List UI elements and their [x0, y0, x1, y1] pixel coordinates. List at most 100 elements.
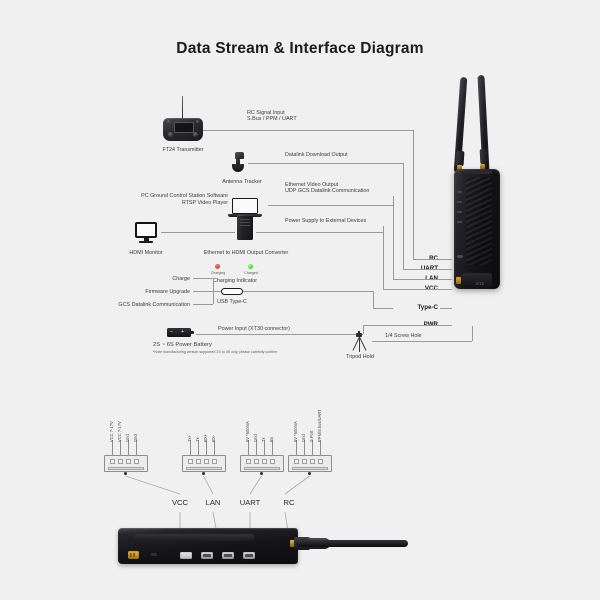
battery-body: − +: [167, 328, 194, 337]
monitor-stand: [143, 238, 149, 241]
converter-slot-3: [240, 225, 250, 226]
port-label-lan: LAN: [400, 275, 438, 282]
converter-icon: [237, 215, 253, 240]
usbline-charge: [193, 278, 213, 279]
monitor-screen-frame: [135, 222, 157, 238]
label-battery-note: *Note manufacturing version supported 2S…: [153, 350, 278, 354]
label-screw-hole: 1/4 Screw Hole: [385, 333, 422, 339]
usbline-bracket: [213, 278, 214, 304]
bottom-label-uart: UART: [239, 498, 261, 507]
port-label-uart: UART: [400, 265, 438, 272]
monitor-screen: [137, 224, 155, 236]
port-typec-physical: [456, 255, 463, 258]
transmitter-screen: [174, 122, 194, 133]
leader-lan: [440, 279, 452, 280]
flowline-lan-h1: [268, 205, 393, 206]
tripod-art: [350, 331, 368, 352]
label-usb-typec: USB Type-C: [217, 299, 247, 305]
flowline-pwr-h: [196, 334, 363, 335]
battery-terminal: [191, 330, 194, 335]
converter-slot-2: [240, 222, 250, 223]
flowline-power-v: [383, 226, 384, 289]
bottom-port-rc: [243, 552, 255, 559]
port-label-typec: Type-C: [417, 304, 438, 311]
bottom-device-body: [118, 528, 298, 564]
port-label-rc: RC: [400, 255, 438, 262]
flowline-datalink-in: [403, 269, 440, 270]
flowline-pwr-in: [363, 325, 440, 326]
bottom-device-view: [118, 518, 418, 578]
label-converter: Ethernet to HDMI Output Converter: [203, 250, 289, 256]
connector-dot-vcc: [124, 472, 127, 475]
port-rc-physical: [457, 191, 462, 193]
port-label-vcc: VCC: [400, 285, 438, 292]
connector-dot-uart: [260, 472, 263, 475]
radio-top-vent: [464, 171, 492, 174]
connector-vcc: [104, 440, 148, 472]
label-tripod-hold: Tripod Hold: [346, 354, 374, 360]
flowline-screw-h: [372, 341, 472, 342]
laptop-lid: [232, 198, 258, 214]
label-firmware-upgrade: Firmware Upgrade: [145, 289, 190, 295]
sma-connector-left: [457, 165, 462, 170]
bottom-label-lan: LAN: [205, 498, 221, 507]
flowline-typec-v: [373, 291, 374, 308]
label-charging-indicator: Charging Indicator: [212, 278, 258, 284]
label-power-supply: Power Supply to External Devices: [285, 218, 367, 224]
bottom-antenna-cable: [296, 540, 408, 547]
ft24-transmitter-icon: [163, 96, 203, 141]
page-title: Data Stream & Interface Diagram: [176, 40, 424, 57]
transmitter-stick-right: [193, 132, 198, 137]
flowline-lan-in: [393, 279, 440, 280]
port-uart-physical: [457, 201, 462, 203]
flowline-power-h: [256, 232, 383, 233]
tracker-head: [234, 152, 244, 159]
transmitter-antenna: [182, 96, 184, 118]
bottom-port-uart: [222, 552, 234, 559]
label-ethernet-video-line2: UDP GCS Datalink Communication: [285, 188, 370, 194]
leader-uart: [440, 269, 452, 270]
led-charging: [215, 264, 220, 269]
tripod-head: [356, 333, 362, 337]
tripod-icon: [350, 331, 368, 352]
flowline-lan-v: [393, 196, 394, 279]
bottom-button: [151, 553, 157, 556]
converter-slot-1: [240, 219, 250, 220]
connector-dot-lan: [202, 472, 205, 475]
transmitter-knob-right: [196, 120, 199, 123]
label-led-charging: Charging: [210, 271, 226, 275]
label-rc-signal-line1: RC Signal Input: [247, 110, 285, 116]
connector-uart: [240, 440, 284, 472]
converter-body: [237, 215, 253, 240]
flowline-pwr-v: [363, 325, 364, 334]
port-lan-physical: [457, 211, 462, 213]
flowline-typec-h: [243, 291, 373, 292]
usbline-gcs: [193, 304, 213, 305]
flowline-rc-h: [203, 130, 413, 131]
leader-rc: [440, 259, 452, 260]
tracker-base: [231, 164, 244, 172]
flowline-rc-v: [413, 130, 414, 259]
transmitter-stick-left: [168, 132, 173, 137]
transmitter-body: [163, 96, 203, 141]
label-power-battery: 2S ~ 6S Power Battery: [153, 342, 212, 348]
bottom-port-vcc: [180, 552, 192, 559]
flowline-screw-v: [472, 326, 473, 341]
leader-typec: [440, 308, 452, 309]
antenna-tracker-icon: [231, 152, 244, 172]
label-ethernet-video-line1: Ethernet Video Output: [285, 182, 339, 188]
label-led-charged: Charged: [244, 271, 258, 275]
bottom-sma-gold: [290, 540, 296, 547]
connector-lan: [182, 440, 226, 472]
label-ft24-transmitter: FT24 Transmitter: [162, 147, 204, 153]
flowline-typec-in: [373, 308, 393, 309]
usb-typec-icon: [221, 288, 243, 295]
flowline-power-in: [383, 289, 440, 290]
port-label-pwr: PWR: [400, 321, 438, 328]
monitor-foot: [139, 241, 153, 243]
tripod-leg-2: [358, 337, 360, 352]
label-hdmi-monitor: HDMI Monitor: [129, 250, 163, 256]
main-radio-unit: ST2: [449, 74, 511, 325]
